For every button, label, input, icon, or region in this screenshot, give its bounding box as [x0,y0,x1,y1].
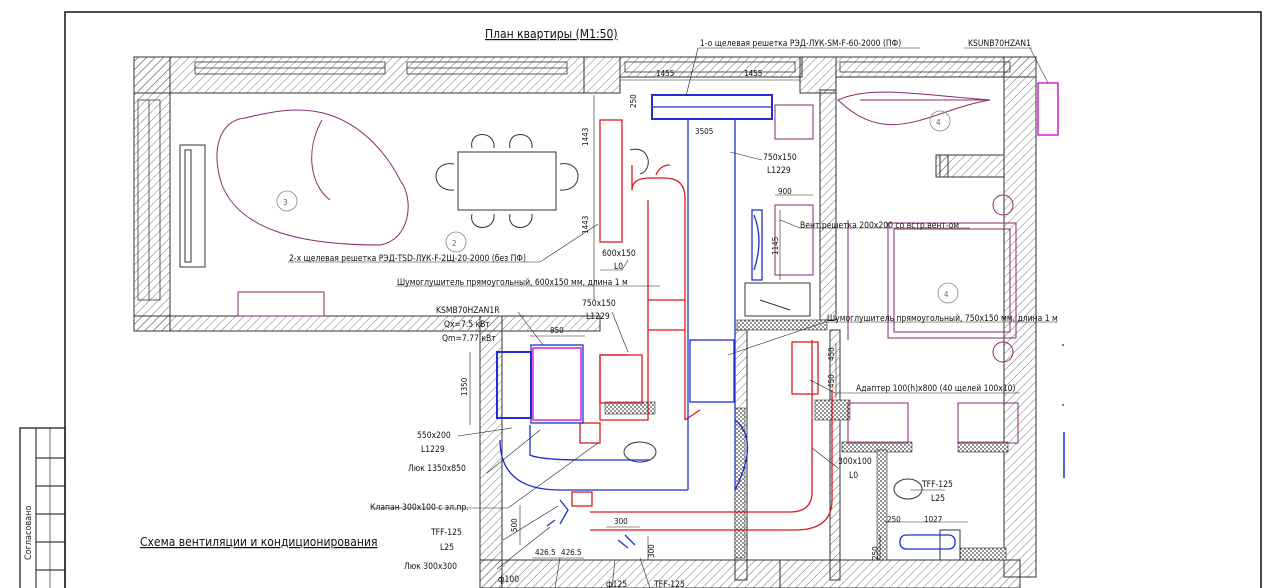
label-adapter: Адаптер 100(h)x800 (40 щелей 100x10) [856,384,1015,394]
exhaust-duct-network [496,94,1065,550]
room-number-4a: 4 [936,118,941,127]
dim-426-a: 426.5 [535,548,556,557]
label-grille-2slot: 2-х щелевая решетка РЭД-TSD-ЛУК-F-2Щ-20-… [289,253,526,264]
furniture [179,91,1019,561]
label-tff-right-len: L25 [931,494,945,504]
label-duct-300-len: L0 [849,471,858,481]
label-silencer-600: Шумоглушитель прямоугольный, 600x150 мм,… [397,278,628,288]
room-number-4b: 4 [944,290,949,299]
windows [137,61,1011,301]
sheet-frame [64,11,1262,588]
plan-title: План квартиры (М1:50) [485,27,618,41]
dim-1443-b: 1443 [581,216,590,234]
insulation-strips [604,319,1009,561]
label-duct-300: 300x100 [838,457,872,467]
dim-426-b: 426.5 [561,548,582,557]
outdoor-unit [1037,82,1059,136]
label-ksunb: KSUNB70HZAN1 [968,39,1031,49]
room-number-2: 2 [452,239,457,248]
dim-250-c: 250 [871,546,880,560]
label-duct-750-mid-len: L1229 [586,312,610,322]
marker-dot [1062,344,1064,346]
dim-3505: 3505 [695,127,713,136]
dim-1455-a: 1455 [656,69,674,78]
label-tff-bottom: TFF-125 [653,580,685,588]
label-grille-1slot: 1-о щелевая решетка РЭД-ЛУК-SM-F-60-2000… [700,39,901,49]
dim-1350: 1350 [460,377,469,396]
label-duct-750-mid: 750x150 [582,299,616,309]
dim-1027: 1027 [924,515,942,524]
scheme-title: Схема вентиляции и кондиционирования [140,535,377,549]
marker-dot [1062,404,1064,406]
dim-1455-b: 1455 [744,69,762,78]
label-duct-550: 550x200 [417,431,451,441]
leader-lines [288,47,1058,588]
label-tff-left: TFF-125 [430,528,462,538]
walls [133,56,1037,588]
dim-450-a: 450 [827,347,836,361]
label-ksmb: KSMB70HZAN1R [436,306,500,316]
label-duct-750-top-len: L1229 [767,166,791,176]
label-qm: Qm=7.77 кВт [442,334,496,344]
dim-450-b: 450 [827,374,836,388]
dim-300-a: 300 [614,517,628,526]
dim-500: 500 [510,518,519,532]
label-valve: Клапан 300x100 с эл.пр. [370,503,469,513]
stamp-text: Согласовано [24,506,34,560]
label-hatch-1350: Люк 1350x850 [408,464,466,474]
label-phi125: ф125 [606,580,627,588]
dim-1443-a: 1443 [581,128,590,146]
supply-duct-network [571,119,833,531]
dim-1145: 1145 [771,237,780,255]
label-vent-grille: Вент.решетка 200x200 со встр.вент-ом [800,221,959,231]
label-qx: Qх=7.5 кВт [444,320,490,330]
label-phi100: ф100 [498,575,519,585]
approval-stamp: Согласовано [19,427,66,588]
label-duct-600-len: L0 [614,262,623,272]
label-duct-750-top: 750x150 [763,153,797,163]
label-tff-right: TFF-125 [921,480,953,490]
label-hatch-300: Люк 300x300 [404,562,457,572]
dimension-lines [469,79,968,560]
dim-900: 900 [778,187,792,196]
label-duct-600: 600x150 [602,249,636,259]
dim-250: 250 [629,94,638,108]
dim-300-b: 300 [647,544,656,558]
label-tff-left-len: L25 [440,543,454,553]
label-duct-550-len: L1229 [421,445,445,455]
dim-250-b: 250 [887,515,901,524]
label-silencer-750: Шумоглушитель прямоугольный, 750x150 мм,… [827,314,1058,324]
dim-850: 850 [550,326,564,335]
room-markers [276,110,959,304]
room-number-3: 3 [283,198,288,207]
